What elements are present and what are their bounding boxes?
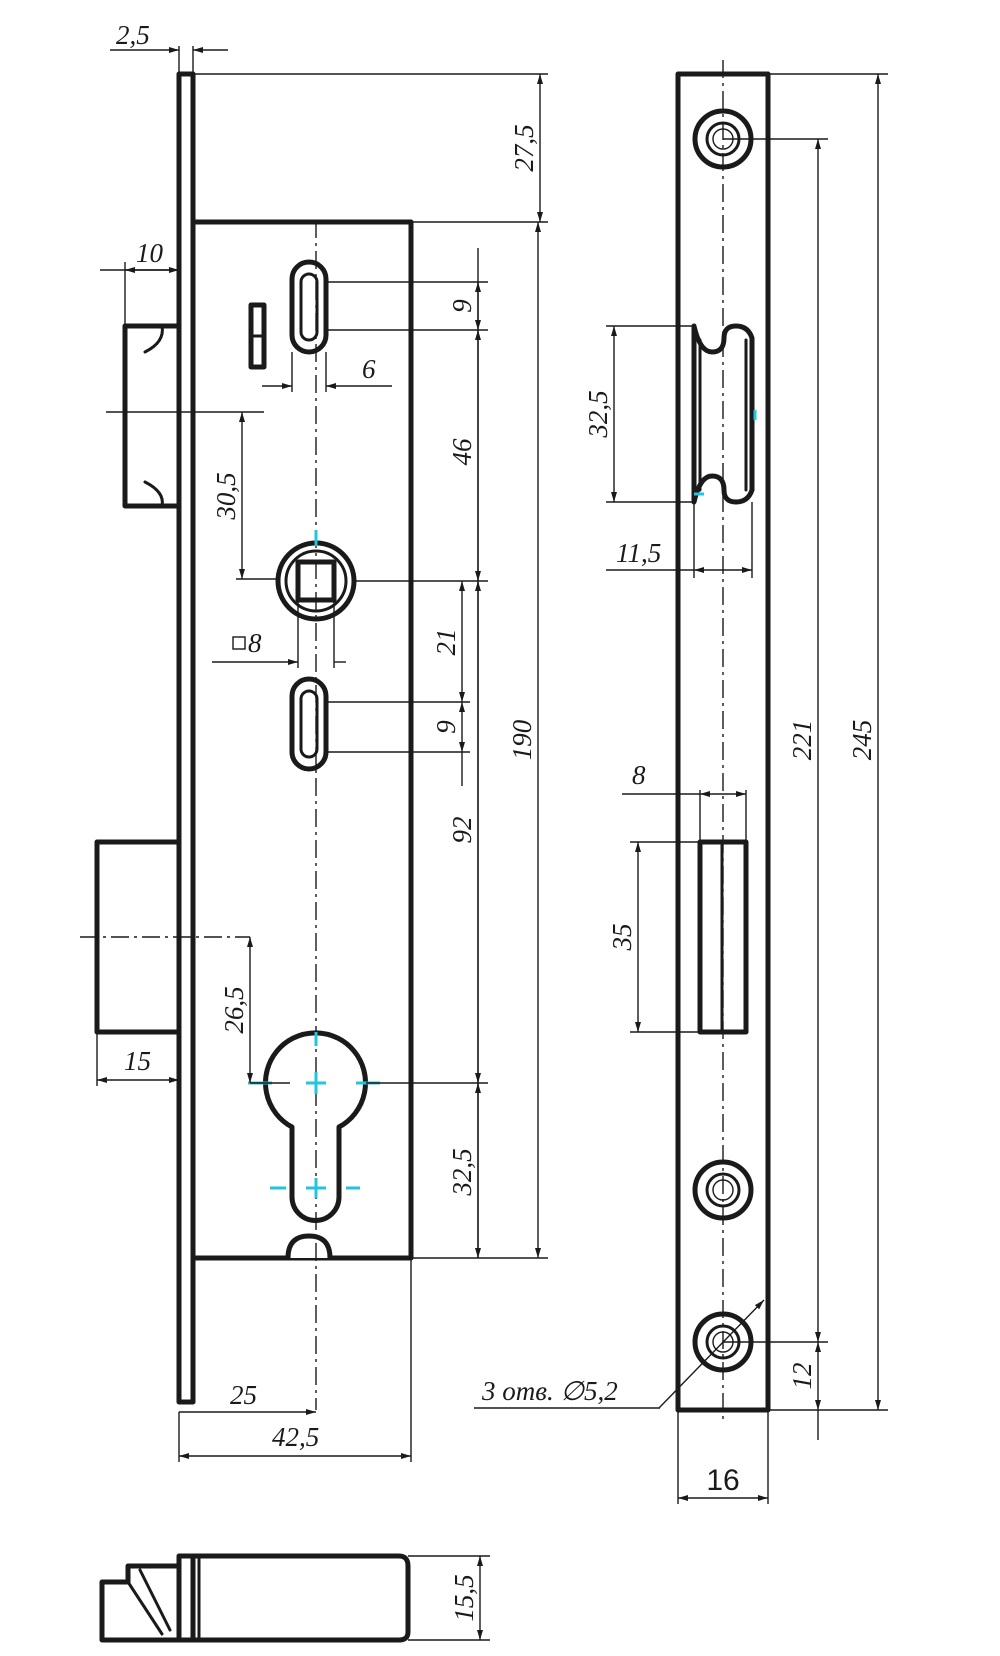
faceplate-length-label: 245 bbox=[847, 720, 877, 761]
slot-height-bottom-label: 9 bbox=[431, 720, 461, 734]
body-height-label: 190 bbox=[507, 719, 537, 760]
latch-opening bbox=[691, 323, 755, 505]
slot-width-label: 6 bbox=[362, 354, 376, 384]
top-offset-label: 27,5 bbox=[509, 124, 539, 171]
cylinder-cutout bbox=[263, 1030, 368, 1223]
latch bbox=[122, 323, 182, 509]
backset-label: 25 bbox=[230, 1380, 257, 1410]
dim-lower-chain: 21 9 bbox=[326, 581, 470, 786]
lock-body-view: 2,5 27,5 10 9 46 92 bbox=[80, 20, 548, 1462]
dim-body-depth: 42,5 bbox=[179, 1258, 412, 1462]
bottom-slot bbox=[289, 676, 329, 772]
slot-height-top-label: 9 bbox=[447, 299, 477, 313]
spindle-to-slot-label: 21 bbox=[431, 629, 461, 656]
end-screw-label: 12 bbox=[787, 1363, 817, 1390]
dim-backset: 25 bbox=[178, 1380, 316, 1462]
body-depth-label: 42,5 bbox=[272, 1422, 319, 1452]
dim-bolt-hole-width: 8 bbox=[622, 760, 747, 842]
screw-holes-note: 3 отв. ∅5,2 bbox=[481, 1376, 618, 1406]
dim-strike-height: 32,5 bbox=[583, 325, 694, 503]
dim-strike-width: 11,5 bbox=[606, 502, 753, 578]
dim-top-offset: 27,5 bbox=[194, 73, 548, 223]
bolt-hole-width-label: 8 bbox=[632, 760, 646, 790]
faceplate-width-label: 16 bbox=[706, 1464, 739, 1497]
latch-spindle-label: 30,5 bbox=[211, 472, 241, 520]
latch-depth-label: 10 bbox=[136, 238, 164, 268]
side-latch bbox=[99, 1563, 182, 1643]
dim-bolt-cylinder: 26,5 bbox=[80, 936, 290, 1084]
spindle-to-cylinder-label: 92 bbox=[447, 817, 477, 844]
bottom-notch bbox=[285, 1233, 333, 1259]
dim-latch-depth: 10 bbox=[100, 238, 179, 326]
lock-side-view: 15,5 bbox=[99, 1553, 490, 1643]
dim-right-chain: 9 46 92 32,5 bbox=[326, 248, 488, 1258]
dim-side-height: 15,5 bbox=[408, 1555, 490, 1641]
dim-faceplate-width: 16 bbox=[677, 1410, 769, 1504]
cylinder-to-bottom-label: 32,5 bbox=[447, 1148, 477, 1196]
dim-screw-spacing: 221 bbox=[723, 138, 828, 1343]
latch-curve-top bbox=[143, 324, 164, 354]
screw-hole-middle bbox=[692, 1159, 754, 1221]
side-body bbox=[190, 1553, 411, 1643]
screw-spacing-label: 221 bbox=[787, 720, 817, 761]
strike-width-label: 11,5 bbox=[616, 538, 661, 568]
latch-curve-bottom bbox=[143, 480, 164, 508]
dim-end-screw: 12 bbox=[787, 1342, 821, 1440]
bolt-projection-label: 15 bbox=[124, 1046, 151, 1076]
faceplate-thickness-label: 2,5 bbox=[116, 20, 150, 50]
dim-faceplate-thickness: 2,5 bbox=[110, 20, 228, 72]
side-height-label: 15,5 bbox=[449, 1574, 479, 1621]
strike-height-label: 32,5 bbox=[583, 390, 613, 438]
dim-slot-width: 6 bbox=[262, 352, 392, 392]
dim-faceplate-length: 245 bbox=[768, 73, 888, 1411]
slot-to-spindle-label: 46 bbox=[447, 438, 477, 466]
top-slot bbox=[289, 259, 329, 355]
dim-bolt-hole-height: 35 bbox=[607, 841, 700, 1033]
dim-bolt-projection: 15 bbox=[96, 1032, 179, 1086]
dim-body-height: 190 bbox=[411, 222, 548, 1259]
bolt-hole-height-label: 35 bbox=[607, 924, 637, 952]
dim-latch-spindle: 30,5 bbox=[106, 411, 278, 580]
dim-spindle-square: 8 bbox=[212, 600, 346, 668]
screw-holes-callout: 3 отв. ∅5,2 bbox=[474, 1299, 765, 1409]
spindle-square-label: 8 bbox=[248, 628, 262, 658]
faceplate-front-view: 32,5 11,5 8 35 bbox=[474, 60, 888, 1504]
bolt-cylinder-label: 26,5 bbox=[219, 986, 249, 1033]
